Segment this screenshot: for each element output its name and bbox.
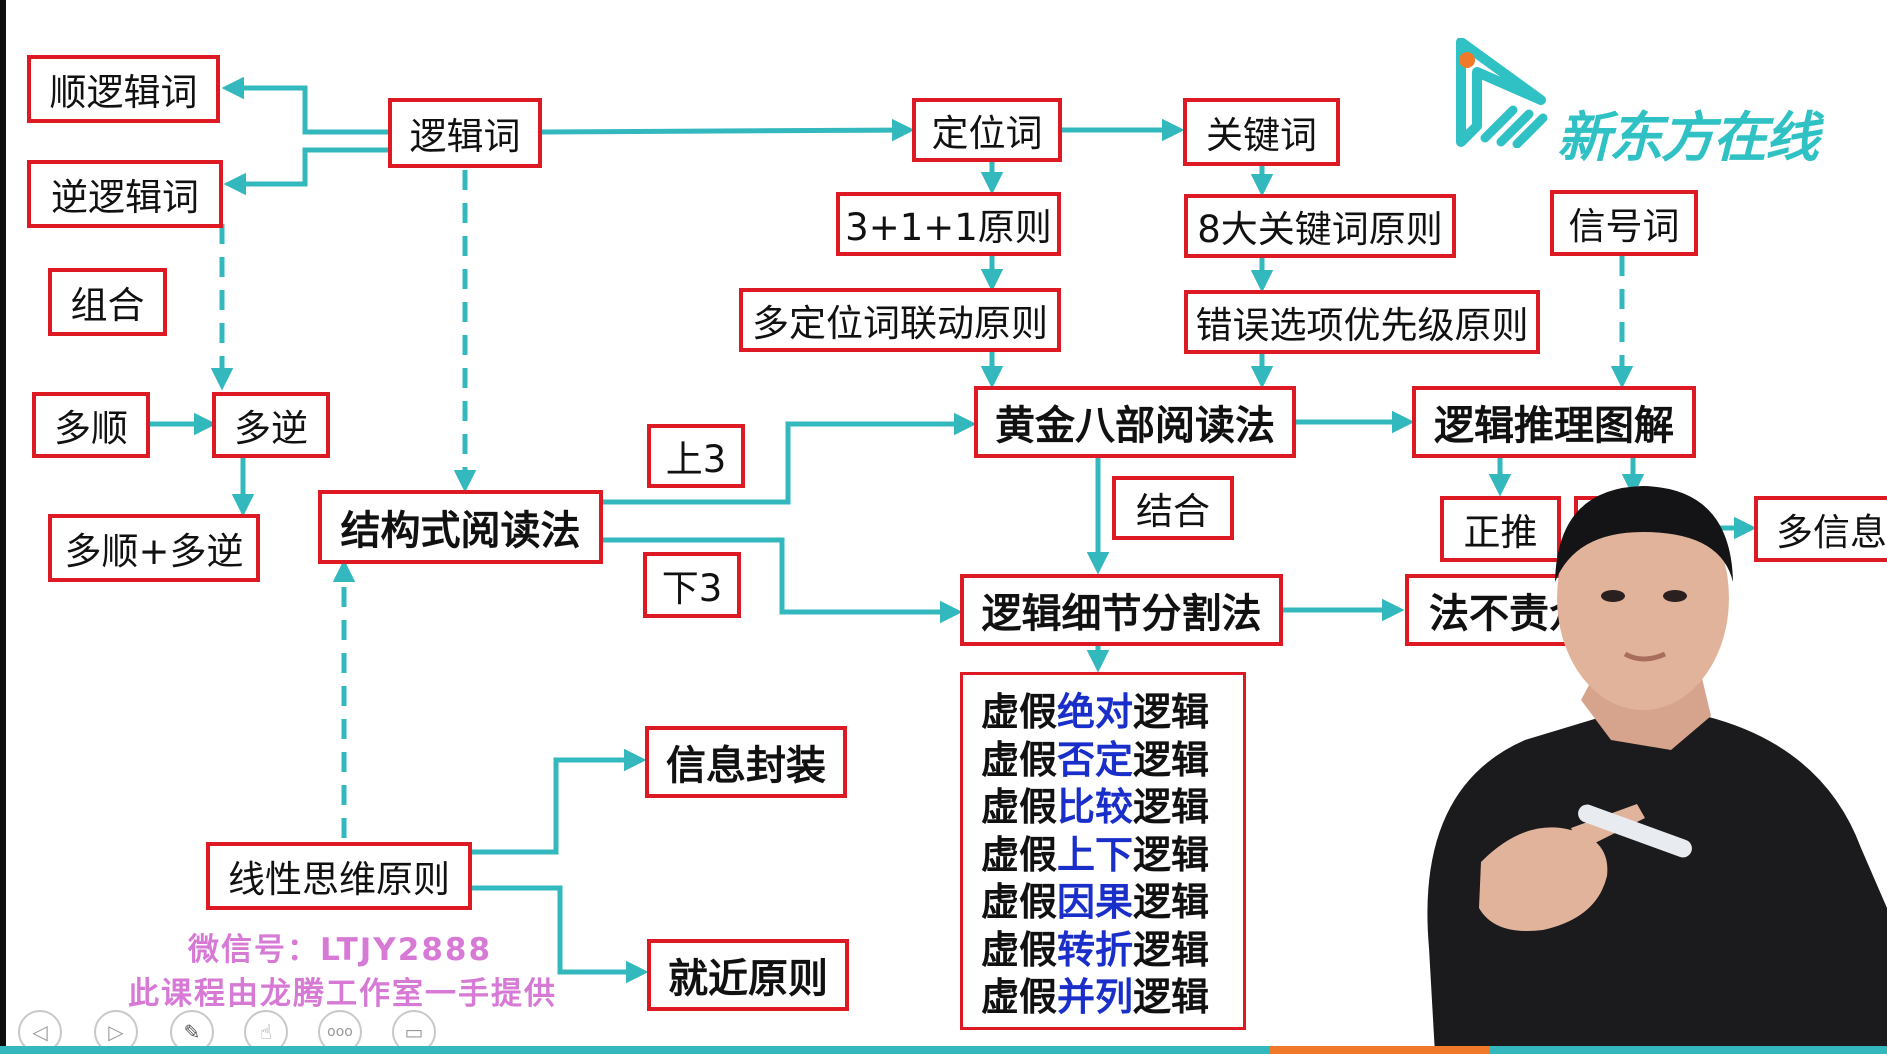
edge-luojici-shun: [221, 76, 388, 135]
node-luoji-xijie: 逻辑细节分割法: [960, 574, 1283, 646]
node-zuhe: 组合: [48, 268, 167, 336]
node-ni-luoji-ci: 逆逻辑词: [27, 160, 223, 228]
node-dingwei-ci: 定位词: [912, 98, 1062, 162]
edge-xianxing-jiujin: [470, 885, 649, 984]
node-zhengtui: 正推: [1440, 496, 1561, 562]
edge-luojici-dingwei: [541, 118, 915, 142]
node-rule-8keywords: 8大关键词原则: [1184, 194, 1456, 258]
node-xinxi-fengzhuang: 信息封装: [645, 726, 847, 798]
node-huangjin-babu: 黄金八部阅读法: [974, 386, 1296, 458]
edge-jiegou-huangjin: [602, 412, 977, 505]
false-logic-item: 虚假并列逻辑: [981, 975, 1210, 1019]
false-logic-list: 虚假绝对逻辑 虚假否定逻辑 虚假比较逻辑 虚假上下逻辑 虚假因果逻辑 虚假转折逻…: [960, 672, 1246, 1030]
node-jiehe: 结合: [1112, 476, 1234, 540]
watermark-wechat: 微信号：LTJY2888: [188, 932, 493, 968]
brand-logo: 新东方在线: [1455, 38, 1855, 169]
node-guanjian-ci: 关键词: [1183, 98, 1340, 166]
node-duoshun: 多顺: [32, 392, 150, 458]
presenter-image: [1427, 486, 1887, 1054]
node-xinhao-ci: 信号词: [1550, 190, 1698, 256]
edge-jiegou-xijie: [602, 537, 963, 624]
node-shang3: 上3: [647, 424, 745, 488]
node-rule-311: 3+1+1原则: [836, 192, 1061, 256]
node-cuowu-xuanxiang: 错误选项优先级原则: [1184, 290, 1540, 354]
edge-luojici-ni: [223, 147, 388, 196]
node-jiujin-yuanze: 就近原则: [647, 939, 849, 1011]
progress-bar[interactable]: [0, 1046, 1887, 1054]
logo-mark-icon: [1456, 38, 1548, 148]
node-duo-xinxi: 多信息: [1754, 496, 1887, 562]
logo-text: 新东方在线: [1557, 106, 1819, 169]
node-duoshun-duoni: 多顺+多逆: [48, 514, 260, 582]
node-duoni: 多逆: [212, 392, 330, 458]
progress-highlight: [1270, 1046, 1490, 1054]
watermark-provider: 此课程由龙腾工作室一手提供: [128, 976, 557, 1012]
false-logic-item: 虚假转折逻辑: [981, 927, 1210, 972]
false-logic-item: 虚假上下逻辑: [981, 832, 1210, 877]
false-logic-item: 虚假否定逻辑: [981, 737, 1210, 782]
false-logic-item: 虚假绝对逻辑: [981, 690, 1210, 734]
node-xia3: 下3: [643, 552, 741, 618]
node-shun-luoji-ci: 顺逻辑词: [27, 55, 220, 123]
node-duo-dingwei: 多定位词联动原则: [739, 288, 1061, 352]
edge-xianxing-fengzhuang: [470, 748, 647, 855]
left-edge: [0, 0, 6, 1054]
false-logic-item: 虚假因果逻辑: [981, 880, 1210, 924]
node-luoji-tuili: 逻辑推理图解: [1412, 386, 1696, 458]
node-jiegou-shi: 结构式阅读法: [318, 490, 603, 564]
node-xianxing-siwei: 线性思维原则: [206, 842, 472, 910]
node-luoji-ci: 逻辑词: [388, 98, 542, 168]
false-logic-item: 虚假比较逻辑: [981, 785, 1210, 829]
